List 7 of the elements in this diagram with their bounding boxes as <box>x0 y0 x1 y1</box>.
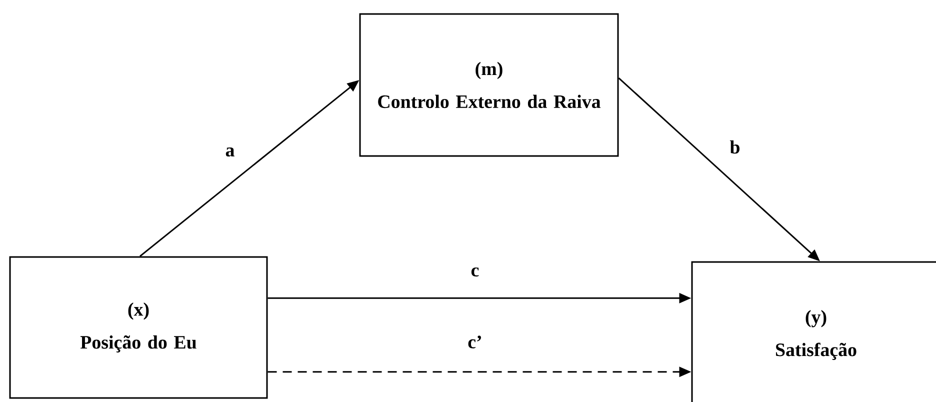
edge-label: b <box>730 140 740 154</box>
edge-label: a <box>226 147 234 157</box>
edge-label: c <box>471 267 479 277</box>
box: (y) Satisfação <box>691 261 936 402</box>
box: (x) Posição do Eu <box>9 256 268 399</box>
box: (m) Controlo Externo da Raiva <box>359 13 619 157</box>
edge-label: c’ <box>468 336 481 348</box>
